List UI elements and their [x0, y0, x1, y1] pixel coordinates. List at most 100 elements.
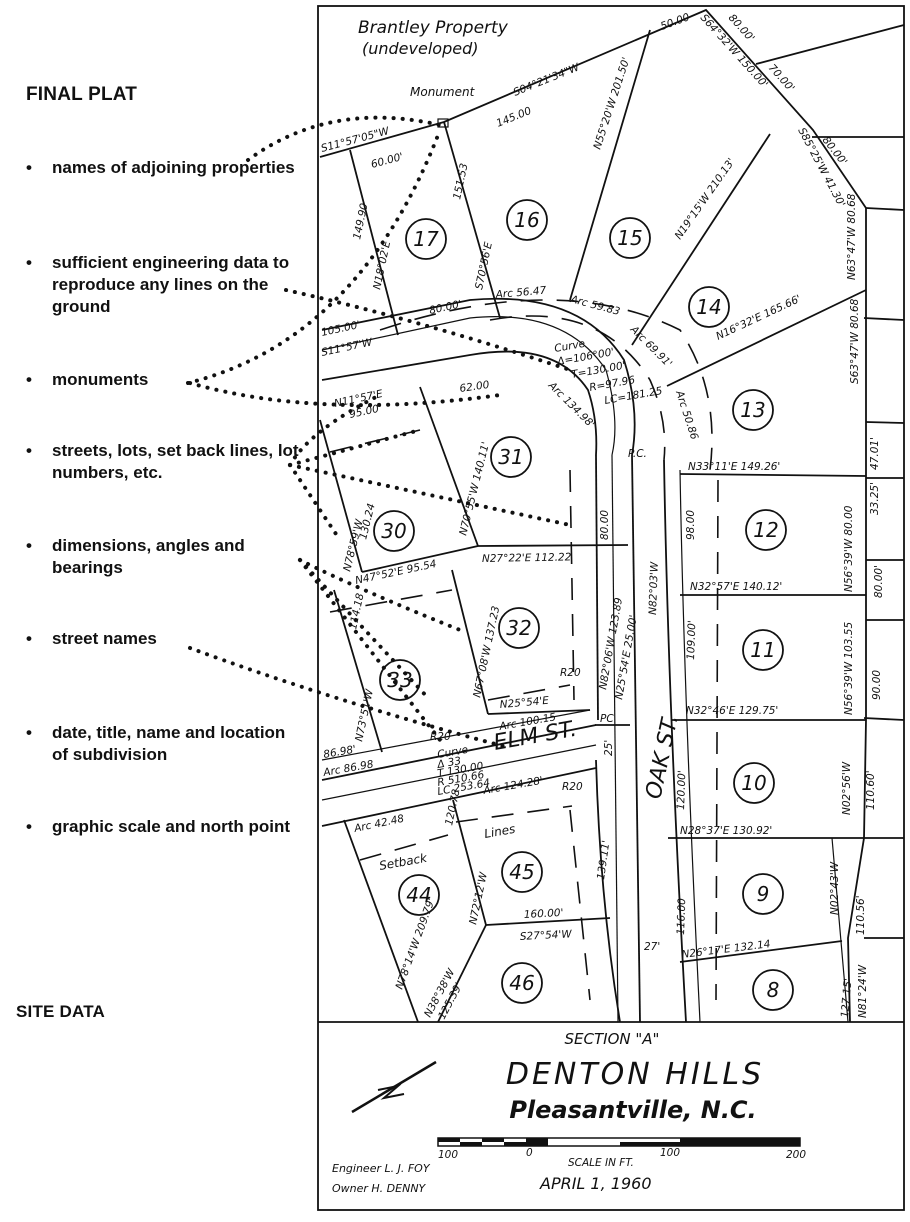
- legend-item-label: names of adjoining properties: [52, 158, 295, 177]
- lot-16-circle: [506, 199, 548, 241]
- pc-label: PC: [600, 713, 614, 725]
- arc-label: Arc 56.47: [494, 285, 547, 301]
- graphic-scale: [437, 1137, 801, 1147]
- distance-label: 98.00: [685, 510, 697, 540]
- bearing-label: N28°37'E 130.92': [680, 825, 772, 837]
- legend-item-label: streets, lots, set back lines, lot numbe…: [52, 441, 299, 482]
- lot-13-circle: [732, 389, 774, 431]
- title-block: SECTION "A" DENTON HILLS Pleasantville, …: [332, 1030, 806, 1195]
- lot-8-circle: [752, 969, 794, 1011]
- monument-marker: [437, 118, 449, 128]
- curve-title: Curve: [553, 338, 586, 355]
- distance-label: 47.01': [869, 437, 881, 470]
- scale-tick-label: 100: [438, 1149, 458, 1161]
- lot-lines: [319, 29, 867, 1023]
- bearing-label: N78°14'W 209.79': [394, 897, 438, 991]
- curve-title: Curve: [436, 744, 469, 761]
- lot-11-circle: [742, 629, 784, 671]
- adjoining-property-name: Brantley Property: [358, 18, 509, 38]
- distance-label: 109.00': [685, 620, 698, 660]
- lot-9-circle: [742, 873, 784, 915]
- monument-label: Monument: [410, 85, 476, 99]
- bearing-label: N72°12'W: [467, 871, 490, 926]
- bearing-label: N67°08'W 137.23: [471, 605, 502, 699]
- legend-panel: FINAL PLAT • names of adjoining properti…: [0, 0, 320, 1222]
- lot-30-circle: [373, 510, 415, 552]
- lot-number: 45: [509, 860, 534, 884]
- bullet-icon: •: [26, 629, 32, 648]
- bearing-label: N27°22'E 112.22: [482, 551, 572, 565]
- bearing-label: N56°39'W 103.55: [843, 622, 855, 715]
- bearing-label: N73°51'W: [353, 688, 376, 743]
- bearing-label: N63°47'W 80.68: [846, 193, 858, 280]
- scale-tick-label: 100: [660, 1147, 680, 1159]
- distance-label: 80.00': [873, 565, 885, 598]
- radius-label: R20: [562, 781, 583, 793]
- bullet-icon: •: [26, 158, 32, 177]
- sheet-border: [317, 5, 905, 1211]
- lot-number: 10: [741, 771, 766, 795]
- engineer-label: Engineer L. J. FOY: [332, 1162, 431, 1175]
- bullet-icon: •: [26, 817, 32, 836]
- distance-label: 110.56': [855, 895, 867, 935]
- lot-number: 17: [413, 227, 439, 251]
- distance-label: 90.00: [871, 670, 883, 700]
- bearing-label: N55°20'W 201.50': [591, 56, 632, 151]
- bearing-label: S70°56'E: [473, 241, 495, 291]
- distance-label: 86.98': [322, 743, 357, 761]
- adjoining-property-status: (undeveloped): [362, 39, 478, 58]
- distance-label: 27': [644, 941, 660, 953]
- distance-label: 62.00: [459, 379, 491, 395]
- legend-item-label: street names: [52, 629, 157, 648]
- lot-33-circle: [379, 659, 421, 701]
- scale-tick-label: 200: [786, 1149, 806, 1161]
- section-label: SECTION "A": [565, 1030, 660, 1048]
- lot-14-circle: [688, 286, 730, 328]
- arc-label: Arc 86.98: [321, 758, 374, 779]
- bearing-label: S27°54'W: [520, 928, 573, 943]
- bearing-label: N33°11'E 149.26': [688, 461, 780, 473]
- bearing-label: N32°57'E 140.12': [690, 581, 782, 593]
- legend-item-label: graphic scale and north point: [52, 817, 291, 836]
- arc-label: Arc 50.86: [673, 388, 700, 441]
- lot-46-circle: [501, 962, 543, 1004]
- leader-lines: [186, 115, 572, 750]
- bullet-icon: •: [26, 370, 32, 389]
- distance-label: 114.18: [347, 592, 366, 631]
- legend-item-label: date, title, name and location of subdiv…: [52, 723, 286, 764]
- lot-number: 32: [506, 616, 531, 640]
- legend-footer: SITE DATA: [16, 1002, 105, 1021]
- lines-label: Lines: [483, 822, 516, 841]
- lot-number: 8: [767, 978, 780, 1002]
- bearing-label: N25°54'E: [499, 695, 550, 711]
- lot-number: 14: [696, 295, 721, 319]
- distance-label: 80.00: [599, 510, 611, 540]
- lot-number: 44: [406, 883, 431, 907]
- bullet-icon: •: [26, 536, 32, 555]
- legend-title: FINAL PLAT: [26, 84, 138, 105]
- bearing-label: S11°57'W: [320, 336, 374, 359]
- setback-label: Setback: [378, 851, 429, 873]
- plat-date: APRIL 1, 1960: [539, 1174, 652, 1193]
- lot-number: 30: [381, 519, 406, 543]
- bearing-label: N81°24'W: [857, 964, 869, 1018]
- bearing-label: N47°52'E 95.54: [354, 558, 437, 587]
- bullet-icon: •: [26, 441, 32, 460]
- arc-label: Arc 69.91': [627, 323, 674, 370]
- distance-label: 160.00': [524, 907, 564, 921]
- lot-number: 12: [753, 518, 778, 542]
- distance-label: 127.15': [839, 978, 854, 1019]
- bearing-label: N02°43'W: [829, 861, 841, 915]
- lot-45-circle: [501, 851, 543, 893]
- distance-label: 139.11': [595, 839, 612, 880]
- lot-number: 16: [514, 208, 539, 232]
- lot-number: 11: [750, 638, 775, 662]
- bearing-label: S63°47'W 80.68: [849, 298, 861, 384]
- bearing-label: N56°39'W 80.00: [843, 505, 855, 592]
- lot-12-circle: [745, 509, 787, 551]
- bearing-label: S04°21'34"W: [512, 61, 582, 99]
- scale-label: SCALE IN FT.: [568, 1157, 634, 1169]
- bearing-label: N82°03'W: [647, 561, 661, 615]
- distance-label: 25': [603, 740, 615, 756]
